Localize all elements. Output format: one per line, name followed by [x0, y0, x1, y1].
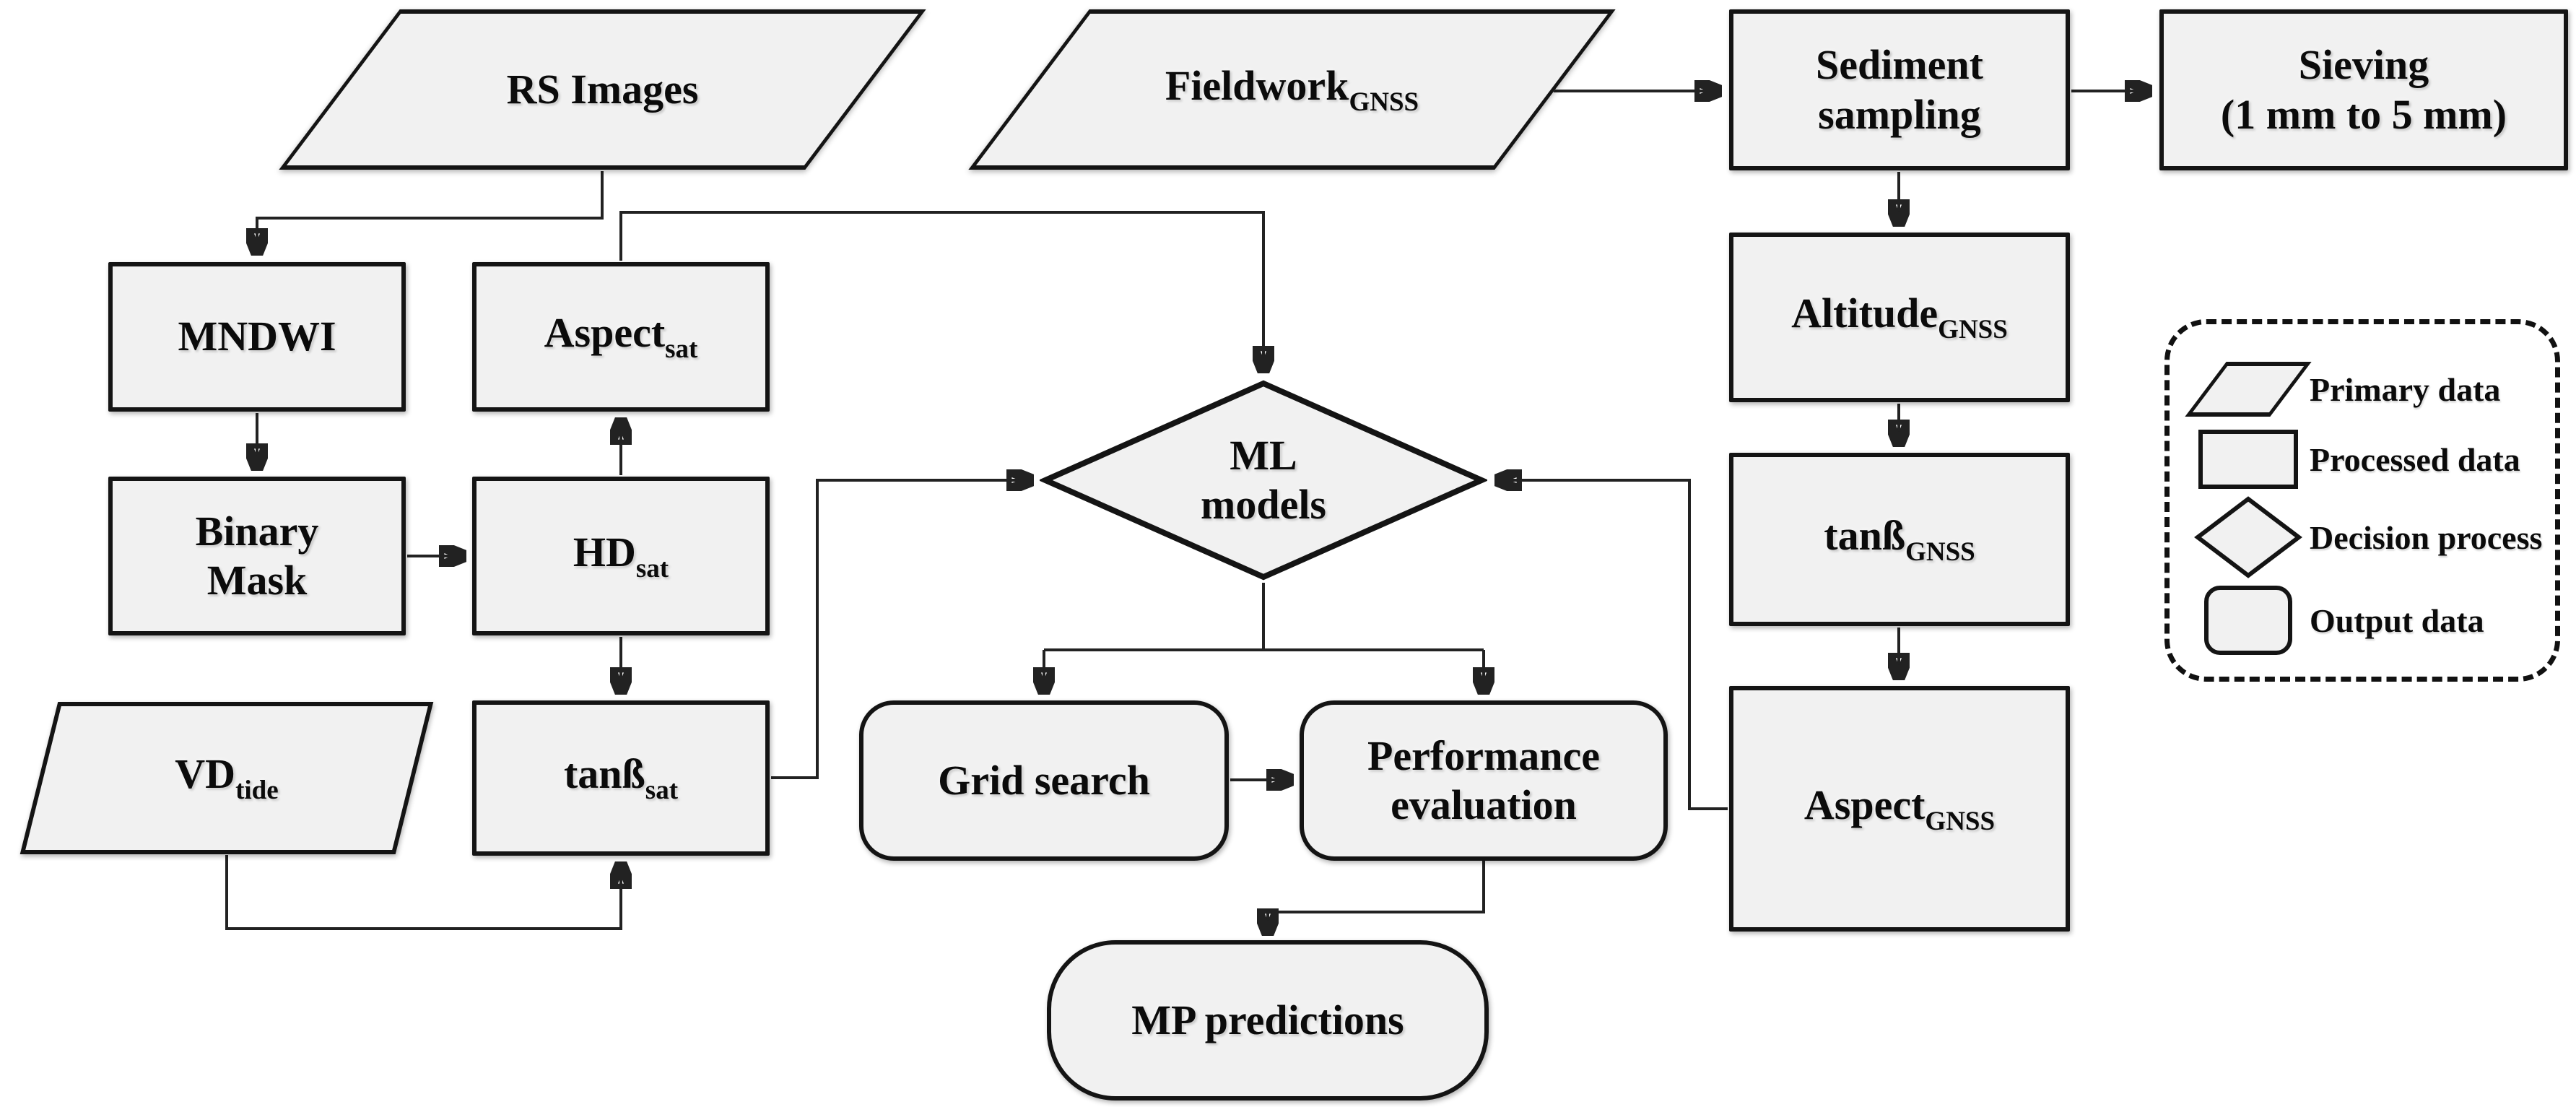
fieldwork-label: FieldworkGNSS: [1165, 61, 1419, 117]
sediment-sampling-label: Sediment sampling: [1816, 41, 1983, 138]
connector-rs-images-to-mndwi: [257, 171, 604, 253]
vd-tide-label: VDtide: [175, 750, 279, 806]
hd-sat-label: HDsat: [573, 528, 669, 583]
mp-predictions-rounded-shape: [1047, 940, 1489, 1101]
node-ml-models: ML models: [1040, 379, 1487, 581]
diamond-icon: [2194, 496, 2302, 578]
legend-label-processed-data: Processed data: [2310, 440, 2520, 478]
legend-label-decision-process: Decision process: [2310, 518, 2543, 556]
legend: Primary data Processed data Decision pro…: [2164, 319, 2560, 682]
performance-evaluation-rounded-shape: [1300, 700, 1668, 861]
grid-search-label: Grid search: [938, 756, 1150, 804]
tanb-gnss-rect-shape: [1729, 453, 2070, 626]
node-tanb-gnss: tanßGNSS: [1729, 453, 2070, 626]
rounded-rectangle-icon: [2204, 586, 2292, 655]
grid-search-rounded-shape: [859, 700, 1229, 861]
legend-item-primary-data: Primary data: [2185, 356, 2501, 422]
mndwi-label: MNDWI: [178, 313, 336, 360]
node-aspect-sat: Aspectsat: [472, 262, 770, 412]
legend-item-output-data: Output data: [2187, 583, 2484, 658]
node-grid-search: Grid search: [859, 700, 1229, 861]
node-mndwi: MNDWI: [108, 262, 406, 412]
node-tanb-sat: tanßsat: [472, 700, 770, 856]
legend-item-processed-data: Processed data: [2187, 427, 2520, 492]
aspect-sat-rect-shape: [472, 262, 770, 412]
tanb-sat-label: tanßsat: [563, 750, 679, 806]
node-rs-images: RS Images: [279, 9, 926, 170]
connector-vd-tide-to-tanb-sat: [225, 855, 621, 930]
ml-models-label: ML models: [1201, 431, 1326, 528]
sieving-label: Sieving (1 mm to 5 mm): [2220, 41, 2507, 138]
sieving-rect-shape: [2159, 9, 2568, 170]
mp-predictions-label: MP predictions: [1131, 996, 1404, 1043]
legend-item-decision-process: Decision process: [2187, 495, 2542, 580]
node-performance-evaluation: Performance evaluation: [1300, 700, 1668, 861]
mndwi-rect-shape: [108, 262, 406, 412]
node-vd-tide: VDtide: [19, 702, 434, 854]
node-mp-predictions: MP predictions: [1047, 940, 1489, 1101]
performance-evaluation-label: Performance evaluation: [1367, 732, 1601, 828]
ml-models-diamond-shape: [1040, 380, 1487, 581]
altitude-gnss-rect-shape: [1729, 233, 2070, 402]
node-sediment-sampling: Sediment sampling: [1729, 9, 2070, 170]
legend-label-output-data: Output data: [2310, 602, 2484, 639]
rs-images-label: RS Images: [506, 65, 699, 113]
connector-performance-evaluation-to-mp-predictions: [1268, 861, 1485, 933]
node-aspect-gnss: AspectGNSS: [1729, 686, 2070, 932]
node-fieldwork-gnss: FieldworkGNSS: [968, 9, 1616, 170]
hd-sat-rect-shape: [472, 477, 770, 635]
aspect-gnss-rect-shape: [1729, 686, 2070, 932]
connector-aspect-sat-to-ml-models: [619, 211, 1263, 370]
node-binary-mask: Binary Mask: [108, 477, 406, 635]
sediment-sampling-rect-shape: [1729, 9, 2070, 170]
node-altitude-gnss: AltitudeGNSS: [1729, 233, 2070, 402]
rectangle-icon: [2198, 430, 2298, 489]
tanb-sat-rect-shape: [472, 700, 770, 856]
connector-aspect-gnss-to-ml-models: [1497, 480, 1728, 810]
legend-label-primary-data: Primary data: [2310, 370, 2501, 408]
node-sieving: Sieving (1 mm to 5 mm): [2159, 9, 2568, 170]
node-hd-sat: HDsat: [472, 477, 770, 635]
binary-mask-rect-shape: [108, 477, 406, 635]
parallelogram-icon: [2185, 362, 2312, 417]
aspect-gnss-label: AspectGNSS: [1803, 781, 1996, 836]
connector-tanb-sat-to-ml-models: [771, 480, 1031, 779]
binary-mask-label: Binary Mask: [195, 507, 319, 604]
aspect-sat-label: Aspectsat: [544, 309, 698, 365]
tanb-gnss-label: tanßGNSS: [1824, 511, 1975, 567]
altitude-gnss-label: AltitudeGNSS: [1791, 290, 2008, 345]
